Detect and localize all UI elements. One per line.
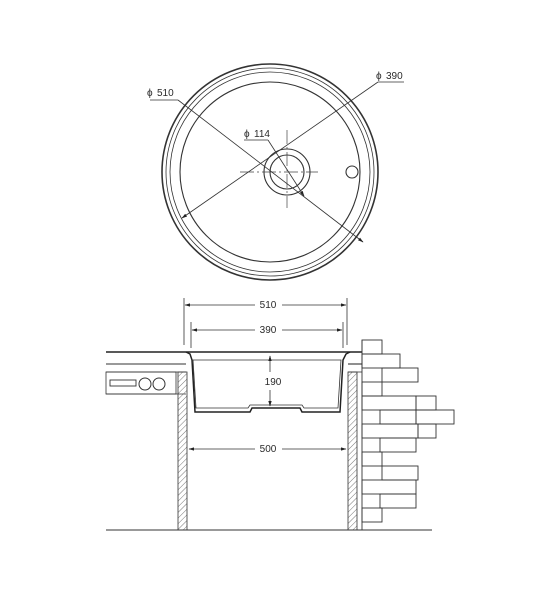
- diameter-symbol-510: ϕ: [147, 88, 153, 99]
- label-diameter-510: 510: [157, 88, 174, 99]
- control-slot: [109, 379, 137, 387]
- top-view: ϕ 510 ϕ 390 ϕ 114: [147, 63, 404, 281]
- label-width-390: 390: [260, 325, 277, 336]
- diameter-symbol-114: ϕ: [244, 129, 250, 140]
- label-width-500: 500: [260, 444, 277, 455]
- diameter-symbol-390: ϕ: [376, 71, 382, 82]
- control-knob-2: [152, 377, 166, 391]
- cabinet-right-wall: [347, 371, 358, 531]
- sink-rim-inner-2: [169, 71, 371, 273]
- sink-bowl-section: [185, 351, 351, 413]
- overflow-hole: [345, 165, 359, 179]
- sink-bowl-section-inner: [192, 359, 342, 409]
- section-view: 510 390 190 500: [105, 298, 455, 531]
- diameter-line-114: [267, 139, 305, 197]
- diameter-line-510: [177, 99, 364, 243]
- sink-outer-rim: [161, 63, 379, 281]
- cabinet-left-wall: [177, 371, 188, 531]
- control-knob-1: [138, 377, 152, 391]
- label-diameter-114: 114: [254, 129, 270, 140]
- label-diameter-390: 390: [386, 71, 403, 82]
- sink-bowl: [179, 81, 361, 263]
- label-depth-190: 190: [265, 377, 282, 388]
- diameter-line-390: [181, 81, 379, 219]
- brick-wall: [361, 339, 455, 530]
- label-width-510: 510: [260, 300, 277, 311]
- cabinet-front-panel: [105, 371, 177, 395]
- sink-rim-inner-1: [165, 67, 375, 277]
